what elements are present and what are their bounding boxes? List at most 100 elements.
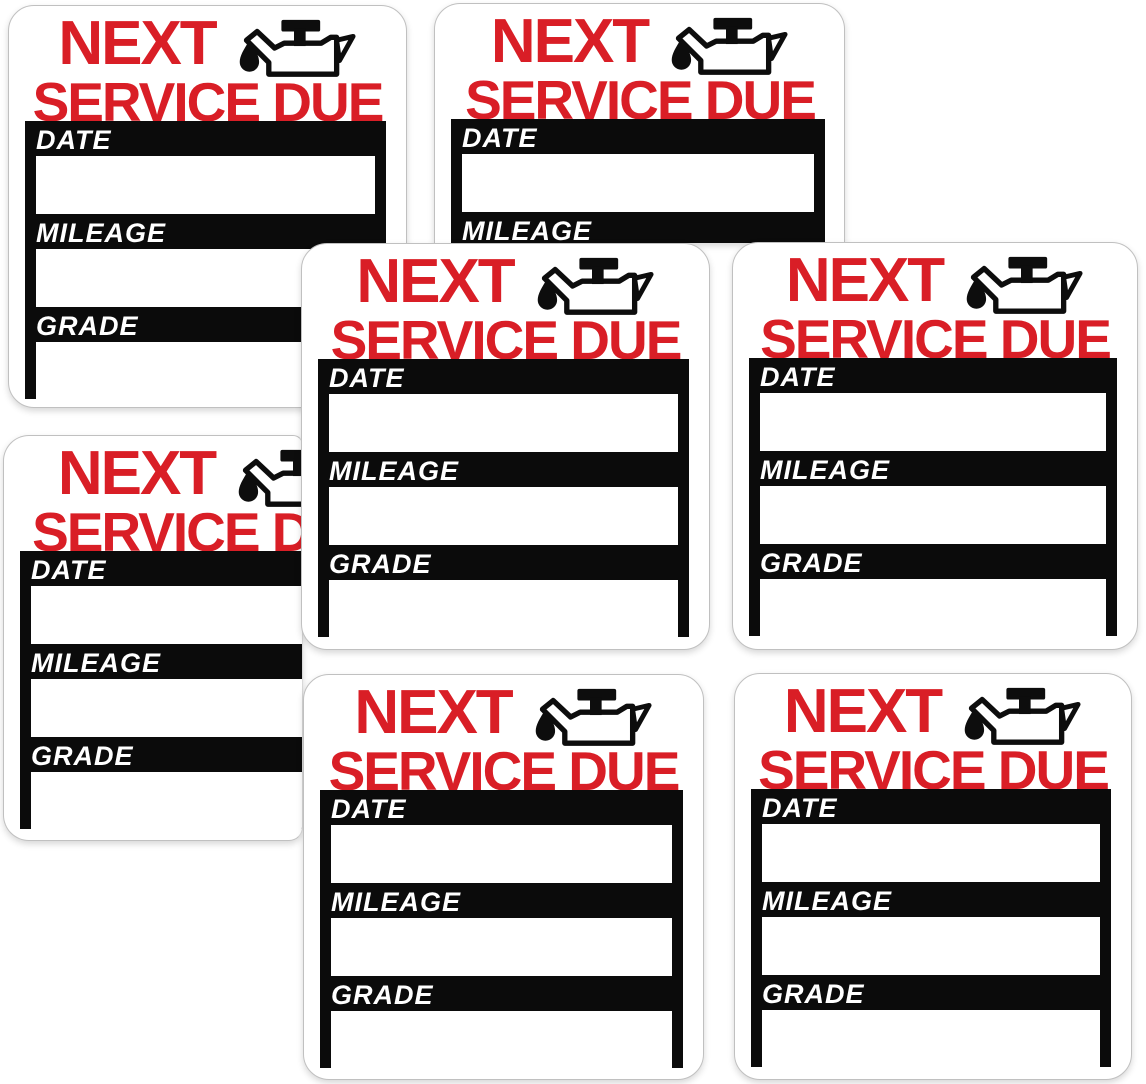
sticker-title-row: NEXT: [302, 244, 709, 318]
oil-can-cap-bar-shape: [579, 257, 618, 270]
oil-can-cap-bar-shape: [281, 19, 320, 32]
oil-can-body-shape: [243, 458, 302, 507]
date-label: DATE: [329, 363, 405, 393]
title-service-due: SERVICE DUE: [328, 740, 681, 802]
fields-panel: DATE MILEAGE GRADE: [749, 358, 1117, 636]
date-label: DATE: [331, 794, 407, 824]
grade-write-in-box: [331, 1011, 672, 1068]
fields-panel: DATE MILEAGE GRADE: [451, 119, 825, 243]
oil-can-body-shape: [969, 696, 1065, 745]
grade-write-in-box: [31, 772, 302, 829]
sticker-c: NEXT SERVICE DUE DATE MILEAGE G: [301, 243, 710, 650]
oil-can-drip-icon: [537, 257, 654, 315]
sticker-artwork: NEXT SERVICE DUE DATE MILEAGE G: [4, 436, 302, 839]
sticker-g: NEXT SERVICE DUE DATE MILEAGE G: [734, 673, 1132, 1080]
oil-can-drip-icon: [671, 17, 788, 75]
sticker-artwork: NEXT SERVICE DUE DATE MILEAGE G: [304, 675, 703, 1079]
grade-label: GRADE: [331, 980, 434, 1010]
sticker-title-row: NEXT: [4, 436, 302, 510]
sticker-artwork: NEXT SERVICE DUE DATE MILEAGE G: [735, 674, 1131, 1079]
oil-can-body-shape: [676, 26, 772, 75]
date-label: DATE: [462, 123, 538, 153]
fields-panel: DATE MILEAGE GRADE: [318, 359, 689, 637]
grade-label: GRADE: [329, 549, 432, 579]
title-next: NEXT: [58, 9, 217, 78]
oil-can-cap-bar-shape: [1008, 256, 1048, 269]
oil-drop-shape: [964, 708, 985, 740]
sticker-artwork: NEXT SERVICE DUE DATE MILEAGE G: [302, 244, 709, 649]
mileage-write-in-box: [760, 486, 1106, 544]
fields-panel: DATE MILEAGE GRADE: [751, 789, 1111, 1067]
fields-panel: DATE MILEAGE GRADE: [320, 790, 683, 1068]
fields-panel: DATE MILEAGE GRADE: [20, 551, 302, 829]
title-next: NEXT: [785, 246, 945, 315]
oil-can-drip-icon: [535, 688, 652, 746]
date-label: DATE: [36, 125, 112, 155]
mileage-write-in-box: [31, 679, 302, 737]
grade-label: GRADE: [36, 311, 139, 341]
oil-can-drip-icon: [239, 19, 356, 77]
mileage-label: MILEAGE: [329, 456, 460, 486]
oil-can-cap-bar-shape: [713, 17, 753, 30]
oil-can-cap-stem-shape: [589, 697, 602, 716]
mileage-label: MILEAGE: [331, 887, 462, 917]
sticker-f: NEXT SERVICE DUE DATE MILEAGE G: [303, 674, 704, 1080]
sticker-artwork: NEXT SERVICE DUE DATE MILEAGE G: [435, 4, 844, 243]
oil-can-cap-stem-shape: [293, 28, 306, 47]
oil-can-body-shape: [541, 266, 637, 315]
oil-can-handle-shape: [631, 271, 654, 302]
oil-can-cap-bar-shape: [1006, 687, 1046, 700]
oil-drop-shape: [238, 470, 259, 502]
mileage-label: MILEAGE: [31, 648, 162, 678]
oil-can-drip-icon: [238, 449, 302, 507]
sticker-e: NEXT SERVICE DUE DATE MILEAGE G: [3, 435, 303, 841]
title-next: NEXT: [57, 439, 217, 508]
mileage-label: MILEAGE: [36, 218, 167, 248]
sticker-title-row: NEXT: [733, 243, 1137, 317]
date-label: DATE: [31, 555, 107, 585]
oil-drop-shape: [537, 278, 557, 310]
mileage-write-in-box: [329, 487, 678, 545]
date-write-in-box: [462, 154, 814, 212]
oil-can-cap-stem-shape: [293, 458, 302, 477]
oil-can-handle-shape: [766, 31, 788, 62]
mileage-label: MILEAGE: [762, 886, 893, 916]
grade-write-in-box: [329, 580, 678, 637]
date-write-in-box: [760, 393, 1106, 451]
mileage-write-in-box: [762, 917, 1100, 975]
oil-can-handle-shape: [1061, 270, 1083, 301]
oil-can-cap-stem-shape: [1019, 696, 1031, 715]
oil-can-cap-stem-shape: [1021, 265, 1033, 284]
date-label: DATE: [760, 362, 836, 392]
date-write-in-box: [36, 156, 375, 214]
oil-can-handle-shape: [1059, 701, 1081, 732]
title-next: NEXT: [354, 678, 513, 747]
title-next: NEXT: [783, 677, 943, 746]
sticker-d: NEXT SERVICE DUE DATE MILEAGE G: [732, 242, 1138, 650]
title-next: NEXT: [490, 7, 650, 76]
title-service-due: SERVICE DUE: [760, 308, 1112, 370]
oil-drop-shape: [535, 709, 555, 741]
oil-can-handle-shape: [629, 702, 652, 733]
mileage-label: MILEAGE: [462, 216, 593, 243]
grade-write-in-box: [760, 579, 1106, 636]
sticker-title-row: NEXT: [435, 4, 844, 78]
oil-can-cap-stem-shape: [726, 26, 738, 45]
date-write-in-box: [329, 394, 678, 452]
oil-can-handle-shape: [333, 33, 356, 64]
date-write-in-box: [331, 825, 672, 883]
sticker-b: NEXT SERVICE DUE DATE MILEAGE G: [434, 3, 845, 243]
sticker-title-row: NEXT: [304, 675, 703, 749]
oil-can-body-shape: [539, 697, 635, 746]
grade-write-in-box: [762, 1010, 1100, 1067]
oil-can-body-shape: [971, 265, 1067, 314]
sticker-artwork: NEXT SERVICE DUE DATE MILEAGE G: [733, 243, 1137, 649]
sticker-title-row: NEXT: [9, 6, 406, 80]
oil-can-cap-bar-shape: [577, 688, 616, 701]
title-service-due: SERVICE DUE: [758, 739, 1110, 801]
grade-label: GRADE: [760, 548, 863, 578]
date-write-in-box: [31, 586, 302, 644]
title-service-due: SERVICE DUE: [465, 69, 817, 131]
date-write-in-box: [762, 824, 1100, 882]
